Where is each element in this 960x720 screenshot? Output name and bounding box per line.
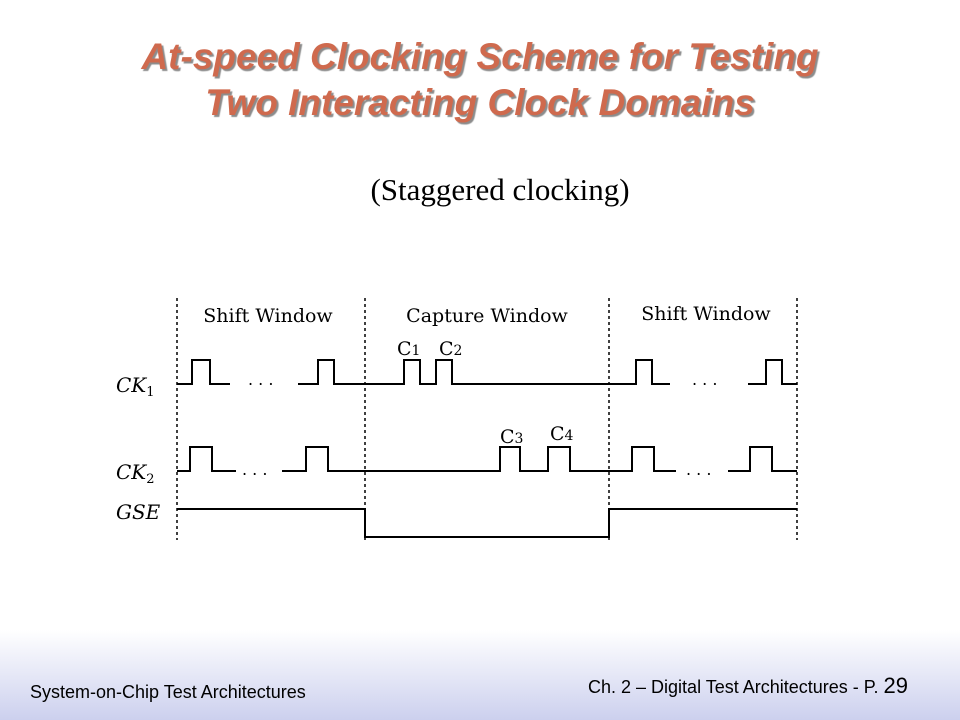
- ck1-waveform-b: [298, 359, 670, 385]
- ck1-ellipsis-1: . . .: [248, 370, 273, 389]
- ck2-ellipsis-2: . . .: [686, 460, 711, 479]
- slide-subtitle: (Staggered clocking): [370, 172, 630, 207]
- ck2-waveform-c: [728, 446, 797, 472]
- pulse-label-c4: C4: [550, 423, 574, 445]
- window-label-capture: Capture Window: [406, 305, 568, 327]
- gse-waveform: [177, 508, 797, 538]
- pulse-label-c3: C3: [500, 426, 523, 448]
- slide-footer-band: [0, 630, 960, 720]
- title-line-2: Two Interacting Clock Domains: [205, 82, 755, 123]
- ck2-waveform-b: [282, 446, 676, 472]
- ck2-waveform-a: [177, 446, 236, 472]
- title-line-1: At-speed Clocking Scheme for Testing: [141, 36, 819, 77]
- ck2-ellipsis-1: . . .: [242, 460, 267, 479]
- signal-label-ck2: CK2: [116, 460, 155, 487]
- ck1-ellipsis-2: . . .: [692, 370, 717, 389]
- window-label-shift-2: Shift Window: [641, 303, 771, 325]
- footer-book-title: System-on-Chip Test Architectures: [30, 682, 306, 702]
- window-label-shift-1: Shift Window: [203, 305, 333, 327]
- pulse-label-c1: C1: [397, 338, 420, 360]
- slide-title: At-speed Clocking Scheme for Testing Two…: [0, 34, 960, 126]
- pulse-label-c2: C2: [439, 338, 462, 360]
- ck1-waveform-a: [177, 359, 230, 385]
- ck1-waveform-c: [748, 359, 797, 385]
- footer-chapter-text: Ch. 2 – Digital Test Architectures - P.: [588, 677, 879, 697]
- footer-page-number: 29: [883, 673, 908, 698]
- footer-chapter: Ch. 2 – Digital Test Architectures - P. …: [588, 673, 908, 699]
- timing-diagram: Shift Window Capture Window Shift Window…: [116, 298, 798, 540]
- signal-label-ck1: CK1: [116, 373, 155, 400]
- signal-label-gse: GSE: [116, 500, 161, 524]
